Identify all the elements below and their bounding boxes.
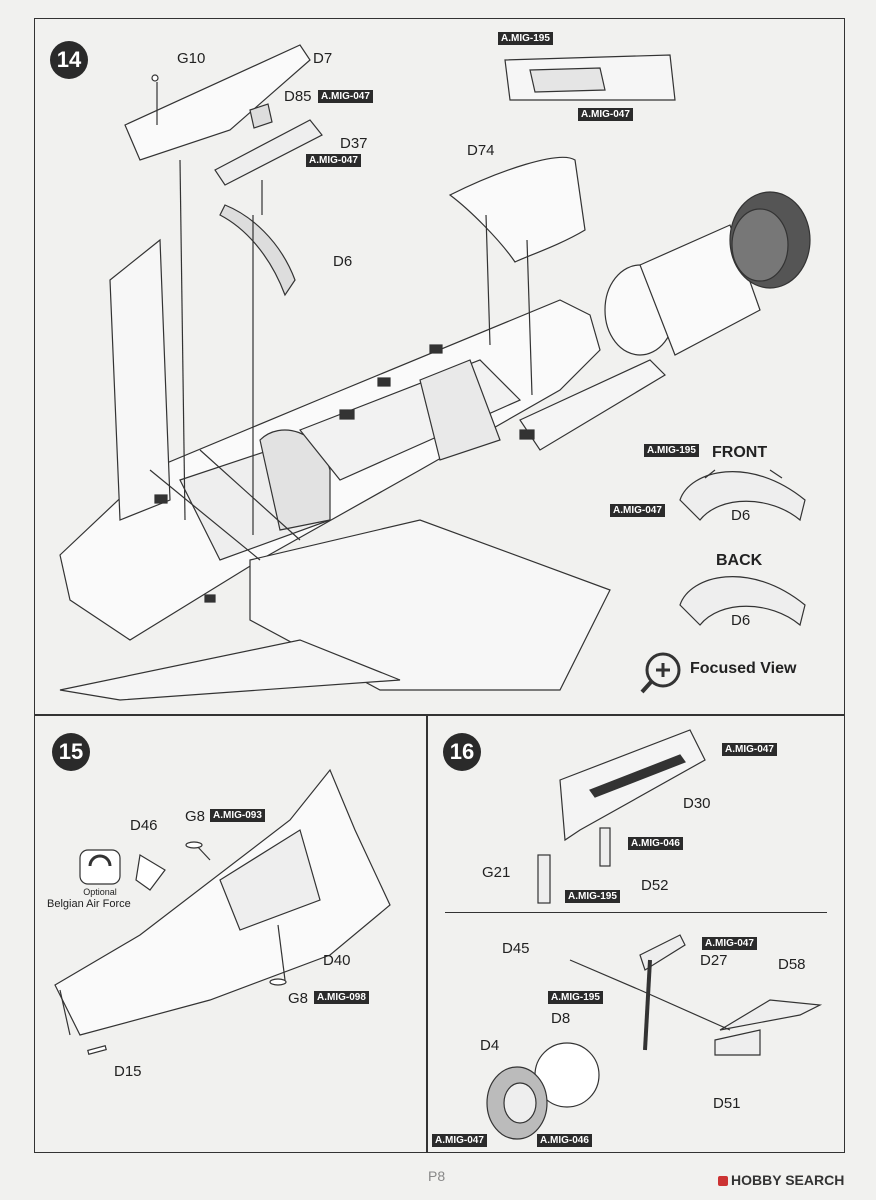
label-d46: D46 [130,817,158,834]
paint-tag-d52-a: A.MIG-046 [628,837,683,850]
paint-tag-d85: A.MIG-047 [318,90,373,103]
step-15-number: 15 [52,733,90,771]
back-d6-drawing [679,576,806,627]
paint-tag-d4-b: A.MIG-046 [537,1134,592,1147]
label-front-d6: D6 [731,507,751,524]
watermark-text: HOBBY SEARCH [731,1172,845,1188]
label-g21: G21 [482,864,511,881]
divider-step16 [445,912,827,913]
divider-horizontal [34,714,845,716]
paint-tag-g8-top: A.MIG-093 [210,809,265,822]
paint-tag-d52-b: A.MIG-195 [565,890,620,903]
watermark: HOBBY SEARCH [718,1172,844,1188]
nose-drawing [54,768,391,1055]
d37-drawing [214,119,323,186]
optional-belgian-label: Belgian Air Force [47,898,131,910]
paint-tag-top-1: A.MIG-195 [498,32,553,45]
label-d40: D40 [323,952,351,969]
paint-tag-g8-bottom: A.MIG-098 [314,991,369,1004]
fuselage-drawing [59,238,666,701]
optional-word: Optional [83,887,117,897]
label-d58: D58 [778,956,806,973]
landing-gear-drawing [486,934,823,1140]
label-d74: D74 [467,142,495,159]
back-title: BACK [716,552,763,569]
paint-tag-d27: A.MIG-047 [702,937,757,950]
label-d45: D45 [502,940,530,957]
label-d6: D6 [333,253,353,270]
d6-frame-drawing [219,204,296,297]
front-d6-drawing [679,469,806,522]
divider-vertical [426,714,428,1153]
engine-nozzle-drawing [604,191,811,356]
paint-tag-strut: A.MIG-195 [548,991,603,1004]
front-title: FRONT [712,444,768,461]
label-d7: D7 [313,50,333,67]
paint-tag-front-1: A.MIG-195 [644,444,699,457]
optional-icon [79,849,121,885]
paint-tag-front-2: A.MIG-047 [610,504,665,517]
label-d85: D85 [284,88,312,105]
paint-tag-top-2: A.MIG-047 [578,108,633,121]
label-g10: G10 [177,50,206,67]
instruction-frame [34,18,845,1153]
label-d15: D15 [114,1063,142,1080]
label-d52: D52 [641,877,669,894]
label-back-d6: D6 [731,612,751,629]
label-d37: D37 [340,135,368,152]
watermark-logo-icon [718,1176,728,1186]
d74-panel-drawing [448,156,586,263]
label-g8-bottom: G8 [288,990,309,1007]
paint-tag-d37: A.MIG-047 [306,154,361,167]
step-16-number: 16 [443,733,481,771]
label-d30: D30 [683,795,711,812]
label-g8-top: G8 [185,808,206,825]
step-14-number: 14 [50,41,88,79]
d7-spine-drawing [124,44,311,161]
label-d4: D4 [480,1037,500,1054]
label-d8: D8 [551,1010,571,1027]
label-d27: D27 [700,952,728,969]
page-number: P8 [428,1168,446,1184]
d30-drawing [537,729,706,904]
focused-view-label: Focused View [690,660,797,677]
paint-tag-d30: A.MIG-047 [722,743,777,756]
label-d51: D51 [713,1095,741,1112]
paint-tag-d4-a: A.MIG-047 [432,1134,487,1147]
